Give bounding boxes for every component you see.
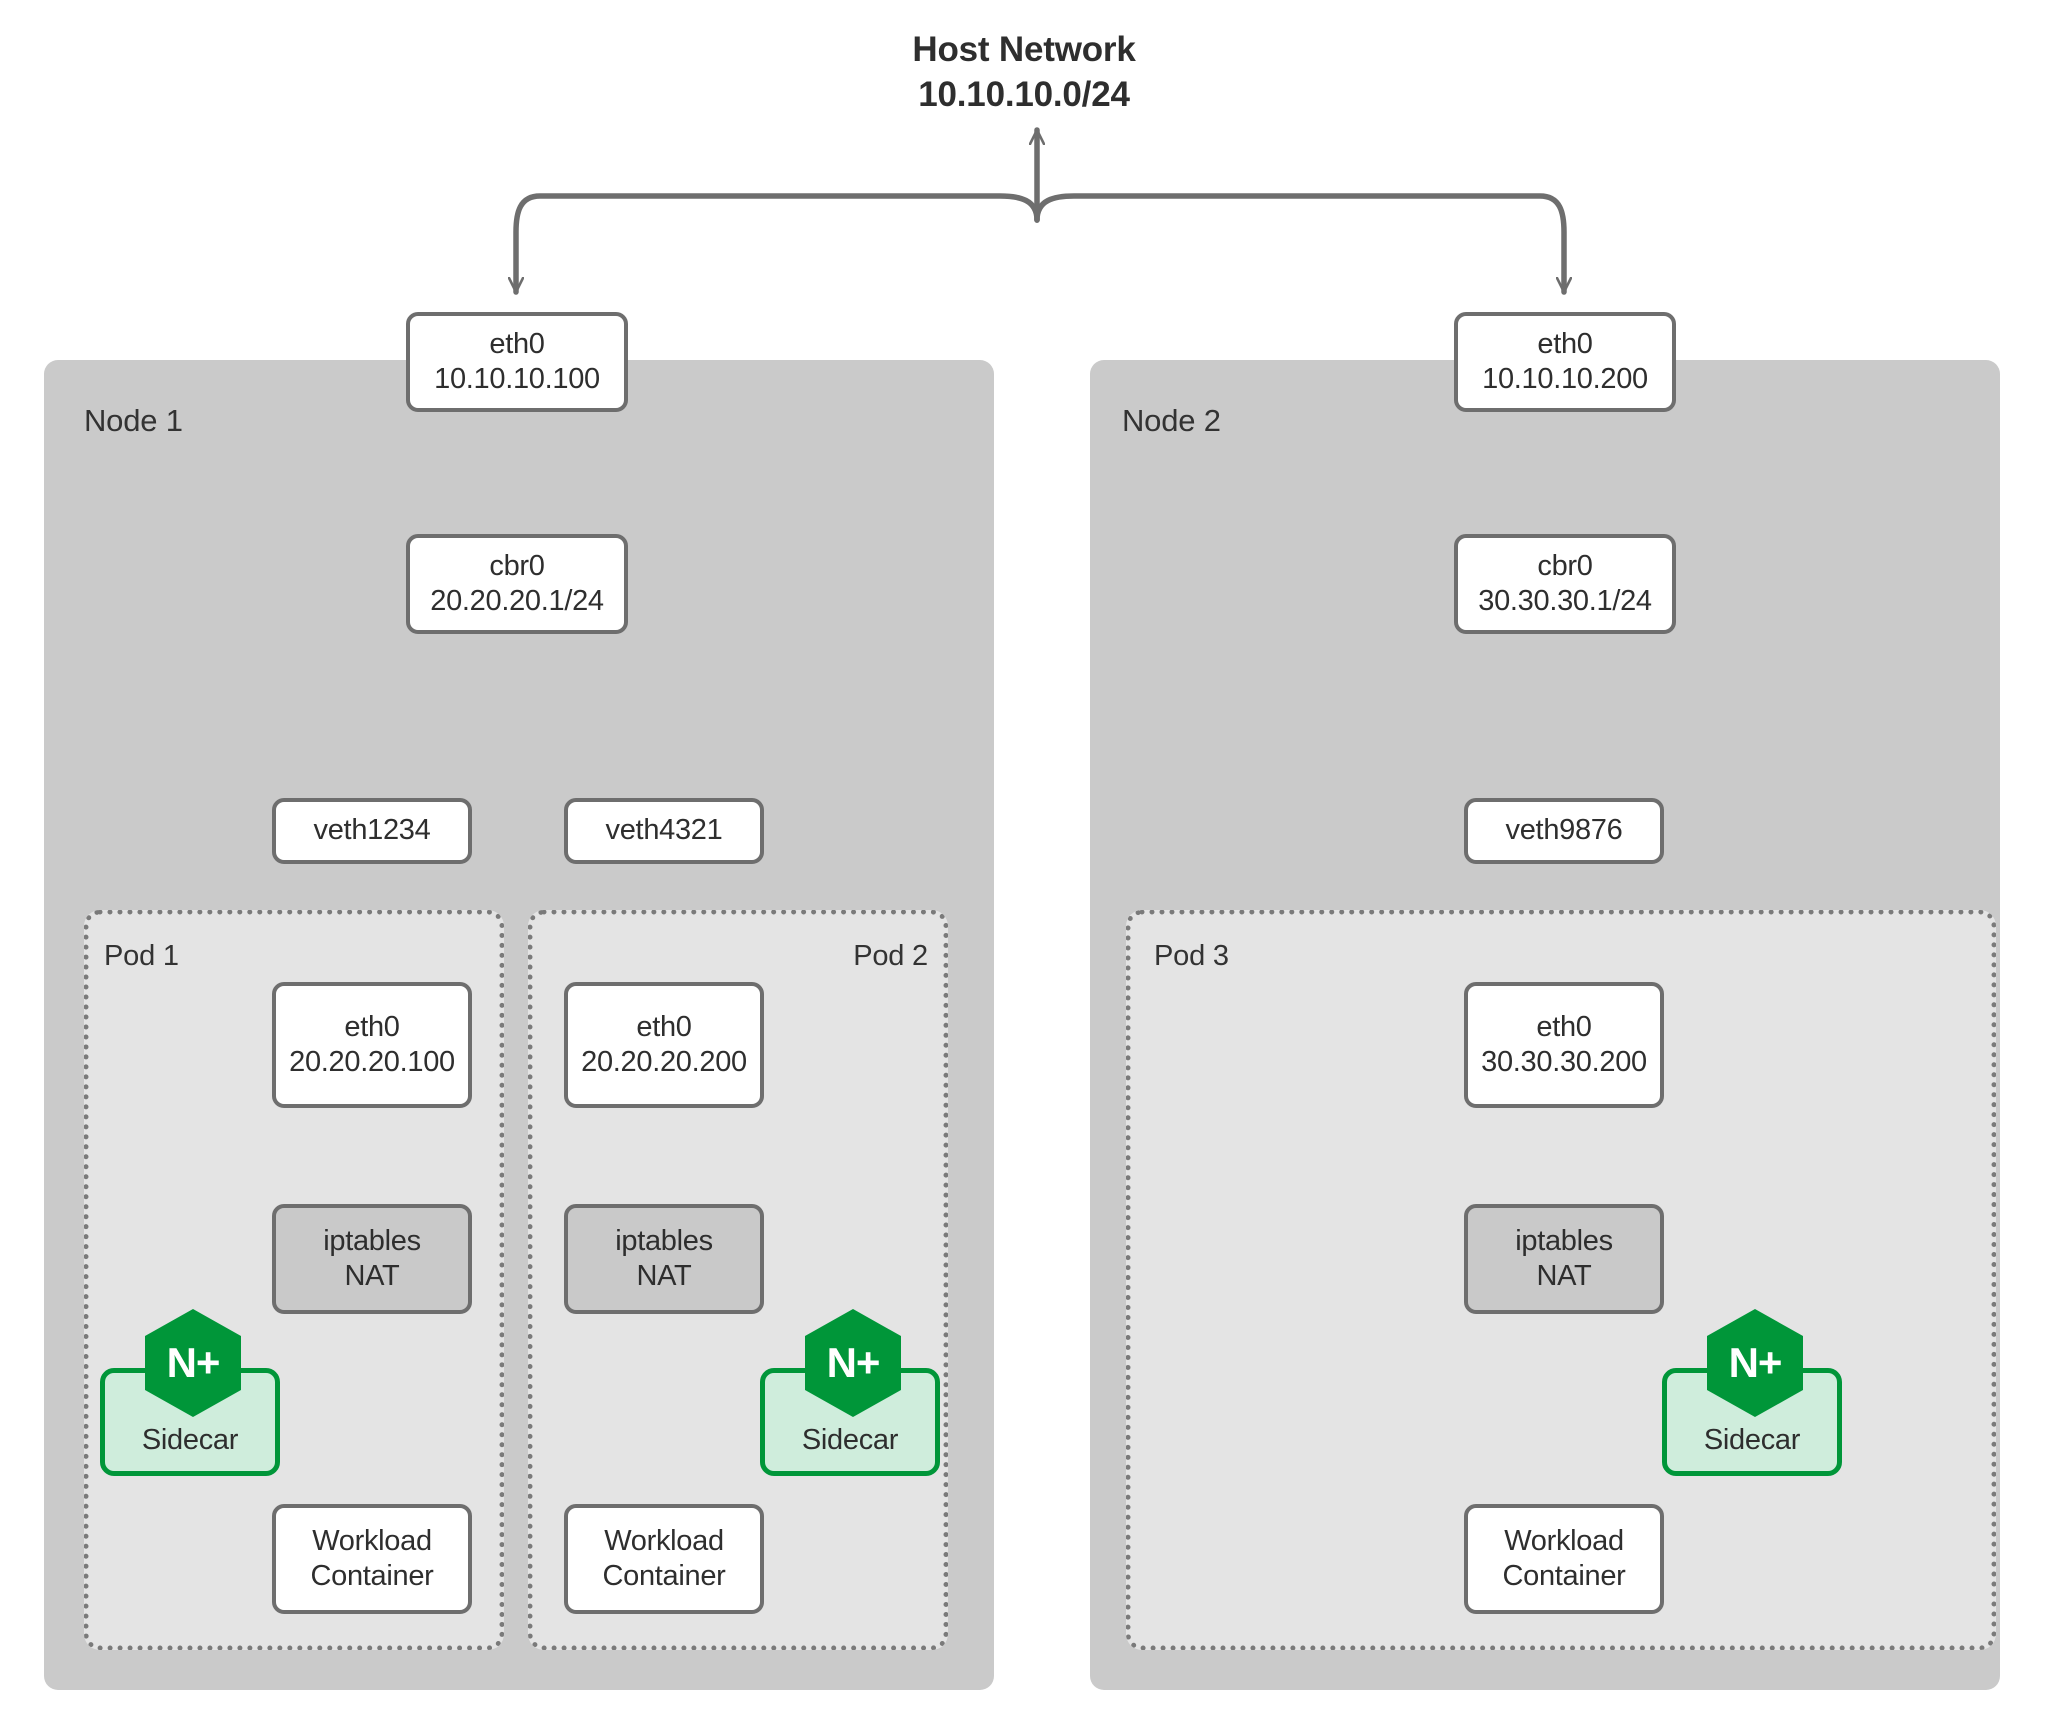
pod2-sidecar-badge-label: N+ <box>826 1339 881 1386</box>
pod3-sidecar-box[interactable]: N+ Sidecar <box>1662 1309 1842 1476</box>
pod3-eth0-box[interactable]: eth0 30.30.30.200 <box>1464 982 1664 1108</box>
pod3-sidecar-label: Sidecar <box>1703 1424 1801 1456</box>
pod1-sidecar-box[interactable]: N+ Sidecar <box>100 1309 280 1476</box>
node2-cbr0-box[interactable]: cbr0 30.30.30.1/24 <box>1454 534 1676 634</box>
pod3-sidecar-badge-label: N+ <box>1728 1339 1783 1386</box>
pod1-eth0-name: eth0 <box>344 1010 400 1043</box>
node-label-1: Node 1 <box>84 403 183 438</box>
node1-veth1234-name: veth1234 <box>313 814 431 847</box>
pod2-iptables-nat-box[interactable]: iptables NAT <box>564 1204 764 1314</box>
pod3-iptables-nat-box[interactable]: iptables NAT <box>1464 1204 1664 1314</box>
node-label-2: Node 2 <box>1122 403 1221 438</box>
pod2-eth0-box[interactable]: eth0 20.20.20.200 <box>564 982 764 1108</box>
pod2-workload-line1: Workload <box>604 1524 724 1557</box>
node1-cbr0-name: cbr0 <box>489 549 545 582</box>
pod3-eth0-ip: 30.30.30.200 <box>1481 1046 1647 1078</box>
node1-veth4321-name: veth4321 <box>605 814 723 847</box>
pod-label-3: Pod 3 <box>1154 940 1229 972</box>
pod1-workload-container-box[interactable]: Workload Container <box>272 1504 472 1614</box>
pod3-nat-line2: NAT <box>1536 1260 1592 1292</box>
pod1-sidecar-label: Sidecar <box>141 1424 239 1456</box>
pod-label-1: Pod 1 <box>104 940 179 972</box>
host-network-cidr: 10.10.10.0/24 <box>918 74 1130 114</box>
nginx-plus-icon: N+ <box>1707 1309 1803 1417</box>
node2-eth0-ip: 10.10.10.200 <box>1482 363 1648 395</box>
nginx-plus-icon: N+ <box>145 1309 241 1417</box>
pod1-sidecar-badge-label: N+ <box>166 1339 221 1386</box>
pod2-eth0-ip: 20.20.20.200 <box>581 1046 747 1078</box>
pod1-nat-line2: NAT <box>344 1260 400 1292</box>
host-network-title: Host Network 10.10.10.0/24 <box>0 28 2048 118</box>
node1-cbr0-ip: 20.20.20.1/24 <box>430 585 604 617</box>
pod2-workload-container-box[interactable]: Workload Container <box>564 1504 764 1614</box>
node2-eth0-name: eth0 <box>1537 327 1593 360</box>
pod3-workload-line2: Container <box>1502 1560 1626 1592</box>
node2-cbr0-ip: 30.30.30.1/24 <box>1478 585 1652 617</box>
pod3-eth0-name: eth0 <box>1536 1010 1592 1043</box>
node2-eth0-box[interactable]: eth0 10.10.10.200 <box>1454 312 1676 412</box>
pod2-nat-line2: NAT <box>636 1260 692 1292</box>
pod-label-2: Pod 2 <box>853 940 928 972</box>
wire-host-to-node1 <box>516 193 1040 295</box>
node1-veth4321-box[interactable]: veth4321 <box>564 798 764 864</box>
pod3-nat-line1: iptables <box>1515 1224 1613 1257</box>
pod2-nat-line1: iptables <box>615 1224 713 1257</box>
node1-eth0-ip: 10.10.10.100 <box>434 363 600 395</box>
pod1-workload-line2: Container <box>310 1560 434 1592</box>
node2-veth9876-box[interactable]: veth9876 <box>1464 798 1664 864</box>
pod2-eth0-name: eth0 <box>636 1010 692 1043</box>
pod1-nat-line1: iptables <box>323 1224 421 1257</box>
nginx-plus-icon: N+ <box>805 1309 901 1417</box>
node1-eth0-name: eth0 <box>489 327 545 360</box>
node1-cbr0-box[interactable]: cbr0 20.20.20.1/24 <box>406 534 628 634</box>
node1-veth1234-box[interactable]: veth1234 <box>272 798 472 864</box>
pod3-workload-line1: Workload <box>1504 1524 1624 1557</box>
wire-host-to-node2 <box>1034 193 1564 295</box>
pod2-workload-line2: Container <box>602 1560 726 1592</box>
node1-eth0-box[interactable]: eth0 10.10.10.100 <box>406 312 628 412</box>
host-network-name: Host Network <box>912 30 1136 69</box>
node2-cbr0-name: cbr0 <box>1537 549 1593 582</box>
pod1-eth0-box[interactable]: eth0 20.20.20.100 <box>272 982 472 1108</box>
pod1-iptables-nat-box[interactable]: iptables NAT <box>272 1204 472 1314</box>
node2-veth9876-name: veth9876 <box>1505 814 1623 847</box>
pod2-sidecar-box[interactable]: N+ Sidecar <box>760 1309 940 1476</box>
pod2-sidecar-label: Sidecar <box>801 1424 899 1456</box>
pod3-workload-container-box[interactable]: Workload Container <box>1464 1504 1664 1614</box>
pod1-eth0-ip: 20.20.20.100 <box>289 1046 455 1078</box>
pod1-workload-line1: Workload <box>312 1524 432 1557</box>
